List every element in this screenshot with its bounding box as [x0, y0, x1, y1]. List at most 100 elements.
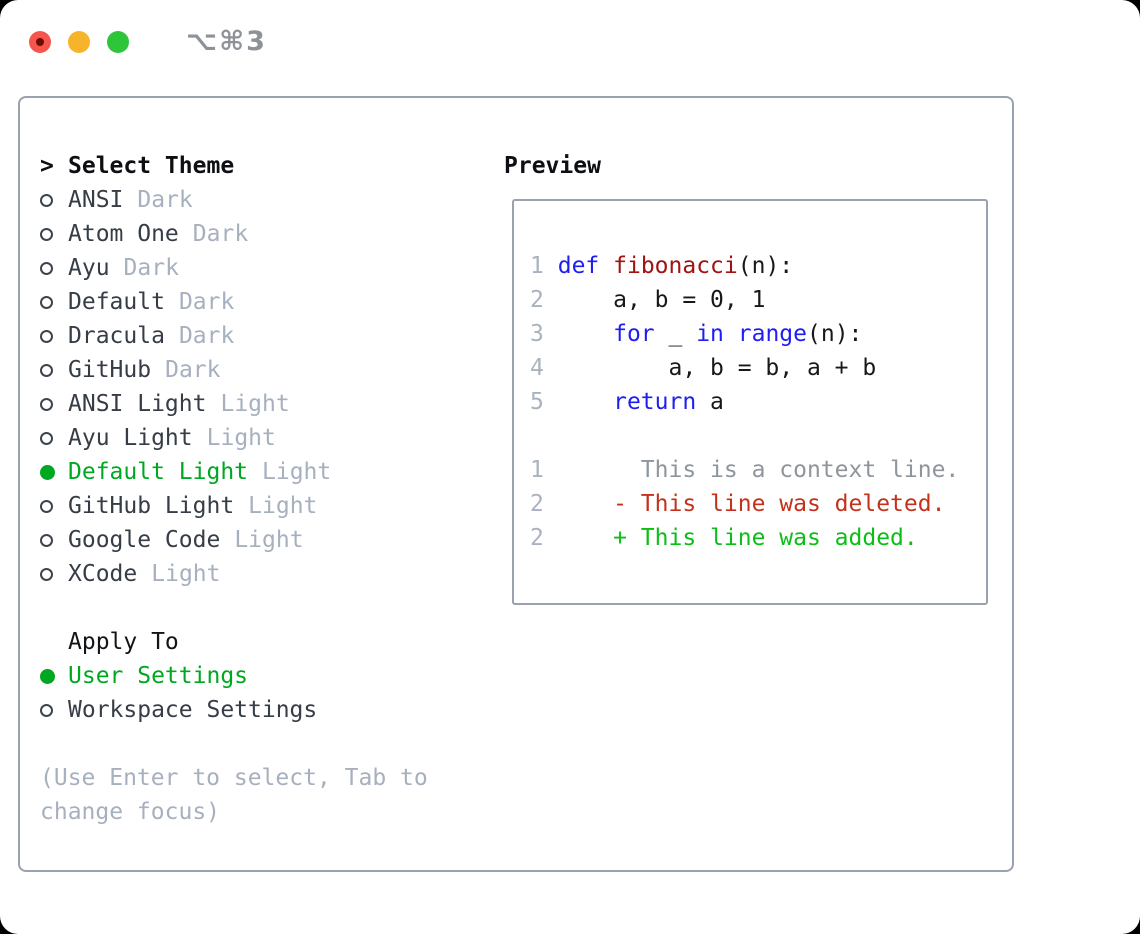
- radio-circle-icon: [40, 397, 53, 411]
- prompt-icon: >: [40, 153, 54, 179]
- code-token-code: (n):: [807, 321, 863, 347]
- radio-icon: [40, 397, 68, 411]
- minimize-button[interactable]: [68, 30, 90, 53]
- code-line: 1 This is a context line.: [530, 453, 986, 487]
- theme-variant-tag: Dark: [192, 221, 249, 247]
- code-token-code: a, b = b, a + b: [543, 355, 877, 381]
- code-token-code: (n):: [737, 253, 794, 279]
- code-line: 2 a, b = 0, 1: [530, 283, 986, 317]
- theme-option-github-light-light[interactable]: GitHub Light Light: [40, 489, 504, 523]
- radio-circle-icon: [40, 703, 53, 717]
- line-number: 1: [530, 457, 544, 483]
- radio-circle-icon: [40, 329, 53, 343]
- theme-name: ANSI Light: [68, 391, 207, 417]
- apply-option-user-settings[interactable]: User Settings: [40, 659, 504, 693]
- line-number: 5: [530, 389, 544, 415]
- theme-variant-tag: Dark: [165, 357, 221, 383]
- help-text: (Use Enter to select, Tab to change focu…: [40, 765, 428, 825]
- code-line: [530, 419, 986, 453]
- radio-icon: [40, 261, 68, 275]
- line-number: 2: [530, 287, 544, 313]
- code-line: 2 - This line was deleted.: [530, 487, 986, 521]
- code-line: 4 a, b = b, a + b: [530, 351, 986, 385]
- radio-circle-icon: [40, 261, 53, 275]
- line-number: 3: [530, 321, 544, 347]
- theme-name: GitHub: [68, 357, 152, 383]
- preview-title: Preview: [504, 153, 601, 179]
- code-token-code: [544, 321, 613, 347]
- radio-selected-icon: [40, 668, 68, 684]
- theme-name: Atom One: [68, 221, 179, 247]
- theme-variant-tag: Light: [248, 493, 318, 519]
- radio-circle-icon: [40, 193, 53, 207]
- radio-icon: [40, 295, 68, 309]
- theme-name: Ayu Light: [68, 425, 193, 451]
- code-token-keyword: range: [737, 321, 808, 347]
- radio-selected-icon: [40, 464, 68, 480]
- preview-column: Preview 1 def fibonacci(n):2 a, b = 0, 1…: [504, 149, 1004, 829]
- radio-icon: [40, 329, 68, 343]
- theme-variant-tag: Light: [262, 459, 332, 485]
- close-button[interactable]: [29, 30, 51, 53]
- code-token-deleted: - This line was deleted.: [543, 491, 946, 517]
- radio-icon: [40, 567, 68, 581]
- apply-option-label: User Settings: [68, 663, 249, 689]
- line-number: 4: [530, 355, 544, 381]
- radio-icon: [40, 431, 68, 445]
- theme-option-default-dark[interactable]: Default Dark: [40, 285, 504, 319]
- theme-variant-tag: Light: [234, 527, 304, 553]
- code-token-added: + This line was added.: [543, 525, 918, 551]
- code-token-code: a: [696, 389, 724, 415]
- radio-icon: [40, 227, 68, 241]
- theme-option-github-dark[interactable]: GitHub Dark: [40, 353, 504, 387]
- theme-option-ayu-light-light[interactable]: Ayu Light Light: [40, 421, 504, 455]
- radio-icon: [40, 193, 68, 207]
- radio-circle-icon: [40, 567, 53, 581]
- maximize-button[interactable]: [107, 30, 129, 53]
- code-token-function: fibonacci: [613, 253, 738, 279]
- theme-variant-tag: Light: [206, 425, 276, 451]
- preview-header: Preview: [504, 149, 1004, 183]
- select-theme-header: > Select Theme: [40, 149, 504, 183]
- theme-name: Default: [68, 289, 165, 315]
- code-line: 2 + This line was added.: [530, 521, 986, 555]
- theme-name: GitHub Light: [68, 493, 235, 519]
- code-token-keyword: in: [696, 321, 724, 347]
- radio-icon: [40, 499, 68, 513]
- theme-option-atom-one-dark[interactable]: Atom One Dark: [40, 217, 504, 251]
- apply-option-workspace-settings[interactable]: Workspace Settings: [40, 693, 504, 727]
- code-token-code: [544, 253, 558, 279]
- radio-circle-icon: [40, 668, 55, 684]
- radio-circle-icon: [40, 464, 55, 480]
- radio-icon: [40, 363, 68, 377]
- radio-circle-icon: [40, 295, 53, 309]
- line-number: 2: [530, 525, 544, 551]
- radio-icon: [40, 533, 68, 547]
- theme-variant-tag: Light: [220, 391, 290, 417]
- theme-variant-tag: Dark: [178, 289, 235, 315]
- code-line: 1 def fibonacci(n):: [530, 249, 986, 283]
- select-theme-title: Select Theme: [68, 153, 235, 179]
- theme-variant-tag: Light: [151, 561, 221, 587]
- theme-name: Ayu: [68, 255, 110, 281]
- radio-circle-icon: [40, 499, 53, 513]
- close-dot-icon: [36, 37, 44, 46]
- code-line: 3 for _ in range(n):: [530, 317, 986, 351]
- radio-icon: [40, 703, 68, 717]
- theme-variant-tag: Dark: [137, 187, 193, 213]
- theme-option-ansi-light-light[interactable]: ANSI Light Light: [40, 387, 504, 421]
- radio-circle-icon: [40, 431, 53, 445]
